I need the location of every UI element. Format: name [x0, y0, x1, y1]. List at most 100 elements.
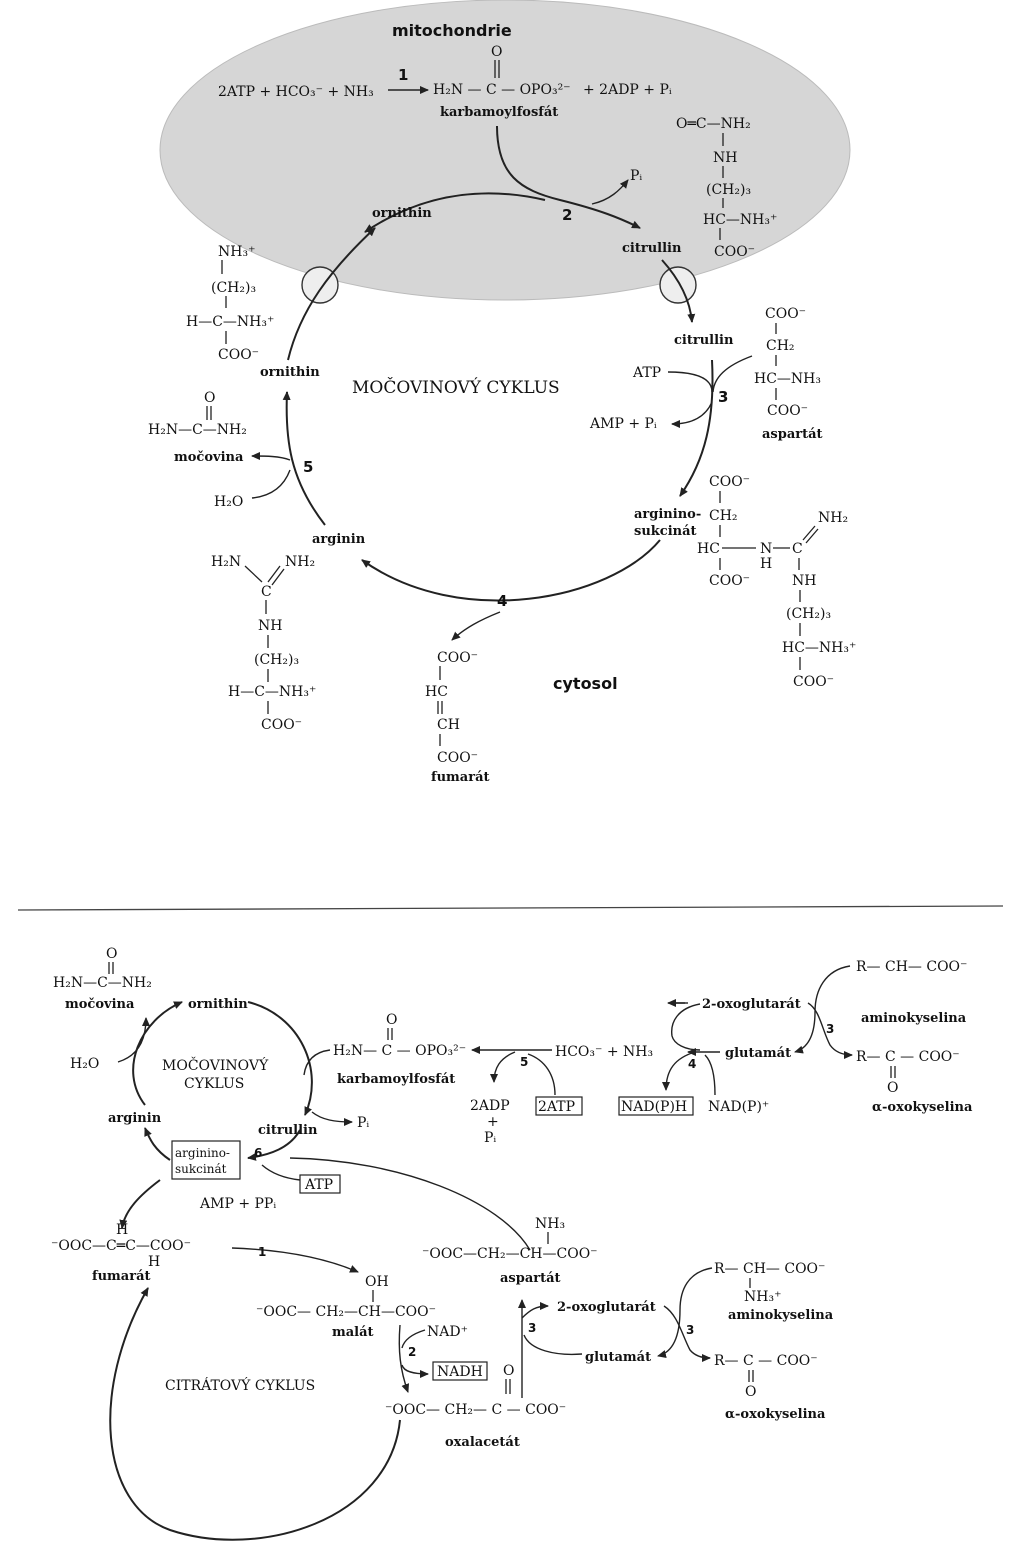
b-argininosuccinate-1: arginino- — [175, 1146, 230, 1160]
b-oxaloacetate: ⁻OOC— CH₂— C — COO⁻ — [385, 1402, 566, 1418]
b-step1-arrow — [231, 1247, 359, 1273]
b-step-3-right: 3 — [686, 1323, 694, 1337]
b-fumarate-H2: H — [148, 1254, 160, 1270]
b-water: H₂O — [70, 1056, 99, 1072]
b-aspartate-label: aspartát — [500, 1271, 561, 1286]
b-step-2: 2 — [408, 1345, 416, 1359]
as-nh2: NH₂ — [818, 510, 848, 526]
step-4-number: 4 — [497, 592, 507, 610]
b-malate: ⁻OOC— CH₂—CH—COO⁻ — [256, 1304, 436, 1320]
b-glutamate-bottom: glutamát — [585, 1350, 651, 1365]
b-nadph-box — [618, 1096, 694, 1116]
aspartate-line3: HC—NH₃ — [754, 371, 821, 387]
b-transamination-bottom-left — [657, 1267, 713, 1358]
as-hc-nh3: HC—NH₃⁺ — [782, 640, 856, 656]
ornithin-cytosol-label: ornithin — [260, 365, 320, 380]
b-glutamate-bottom-curve — [523, 1334, 583, 1356]
b-adp-plus: + — [487, 1114, 499, 1130]
amp-output-arrow — [671, 401, 713, 428]
b-oxaloacetate-label: oxalacetát — [445, 1435, 520, 1450]
b-aminoacid-label-bottom: aminokyselina — [728, 1308, 834, 1323]
b-oxoacid-O-bottom: O — [745, 1384, 756, 1400]
b-fumarate-release — [119, 1179, 161, 1229]
ornithin-structure-line3: H—C—NH₃⁺ — [186, 314, 274, 330]
b-aminoacid-top: R— CH— COO⁻ — [856, 959, 967, 975]
b-aminoacid-NH3-bottom: NH₃⁺ — [744, 1289, 781, 1305]
b-oxoglutarate-bottom-arrow — [521, 1302, 549, 1319]
as-coo1: COO⁻ — [709, 474, 750, 490]
citrullin-transporter — [659, 266, 697, 304]
b-oxoacid-top: R— C — COO⁻ — [856, 1049, 960, 1065]
reaction1-products: + 2ADP + Pᵢ — [583, 82, 672, 98]
b-pi-arrow — [311, 1111, 353, 1126]
section-divider — [17, 905, 1004, 911]
as-n: N — [760, 541, 772, 557]
b-step-6: 6 — [254, 1146, 262, 1160]
b-malate-OH: OH — [365, 1274, 389, 1290]
b-urea-label: močovina — [65, 997, 135, 1012]
b-atp2: 2ATP — [538, 1099, 575, 1115]
b-nadp-curve — [704, 1054, 716, 1096]
amp-label: AMP + Pᵢ — [589, 416, 657, 432]
arginin-label: arginin — [312, 532, 366, 547]
b-step-4: 4 — [688, 1057, 696, 1071]
b-amp-ppi: AMP + PPᵢ — [199, 1196, 276, 1212]
urea-formula: H₂N—C—NH₂ — [148, 422, 247, 438]
b-step-5: 5 — [520, 1055, 528, 1069]
water-input-curve — [251, 469, 291, 499]
b-arginin: arginin — [108, 1111, 162, 1126]
b-urea-cycle-title-1: MOČOVINOVÝ — [162, 1056, 269, 1074]
b-urea-release-arrow — [117, 1017, 150, 1063]
b-transamination-top-left — [794, 965, 851, 1054]
pi-release-arrow — [591, 179, 629, 205]
b-carbamoylphosphate: H₂N— C — OPO₃²⁻ — [333, 1043, 466, 1059]
b-oxoacid-O-top: O — [887, 1080, 898, 1096]
fumarate-line2: HC — [425, 684, 448, 700]
b-oxoacid-bottom: R— C — COO⁻ — [714, 1353, 818, 1369]
as-hc: HC — [697, 541, 720, 557]
b-transamination-bottom-right — [663, 1305, 711, 1362]
as-nh: NH — [792, 573, 816, 589]
citrullin-structure-line5: COO⁻ — [714, 244, 755, 260]
step-5-number: 5 — [303, 458, 313, 476]
b-adp: 2ADP — [470, 1098, 510, 1114]
as-coo2: COO⁻ — [709, 573, 750, 589]
b-oxoglutarate-bottom: 2-oxoglutarát — [557, 1300, 656, 1315]
carbamoyl-oxygen: O — [491, 44, 502, 60]
ornithin-mito-label: ornithin — [372, 206, 432, 221]
arginin-ch2: (CH₂)₃ — [254, 652, 299, 668]
reaction1-substrates: 2ATP + HCO₃⁻ + NH₃ — [218, 84, 374, 100]
b-nadh: NADH — [437, 1364, 483, 1380]
step5-arc — [282, 391, 326, 526]
carbamoylphosphate-label: karbamoylfosfát — [440, 105, 558, 120]
mitochondrion-label: mitochondrie — [392, 21, 512, 40]
bond — [802, 525, 816, 541]
ornithin-to-citrullin-arrow — [364, 192, 546, 233]
as-c: C — [792, 541, 803, 557]
aspartate-line4: COO⁻ — [767, 403, 808, 419]
b-oxoacid-label-top: α-oxokyselina — [872, 1100, 973, 1115]
as-h: H — [760, 556, 772, 572]
aspartate-label: aspartát — [762, 427, 823, 442]
b-atp2-box — [535, 1096, 583, 1116]
b-carbamoyl-to-cycle — [303, 1049, 331, 1076]
citrullin-cytosol-label: citrullin — [674, 333, 734, 348]
b-argininosuccinate-2: sukcinát — [175, 1162, 227, 1176]
b-aspartate-to-argininosuccinate — [289, 1157, 531, 1251]
step4-arc — [361, 539, 661, 602]
arginin-coo: COO⁻ — [261, 717, 302, 733]
reaction2-arrow — [496, 125, 641, 229]
b-adp-arrow — [490, 1051, 516, 1083]
b-carbamoyl-oxygen: O — [386, 1012, 397, 1028]
b-nadp: NAD(P)⁺ — [708, 1099, 769, 1115]
ornithin-import-arrow — [287, 227, 376, 361]
b-argininosuccinate-box — [171, 1140, 241, 1180]
water-label: H₂O — [214, 494, 243, 510]
citrullin-structure-line3: (CH₂)₃ — [706, 182, 751, 198]
fumarate-line4: COO⁻ — [437, 750, 478, 766]
b-fumarate-label: fumarát — [92, 1269, 151, 1284]
b-step2-arrow — [398, 1324, 410, 1393]
step-2-number: 2 — [562, 206, 572, 224]
